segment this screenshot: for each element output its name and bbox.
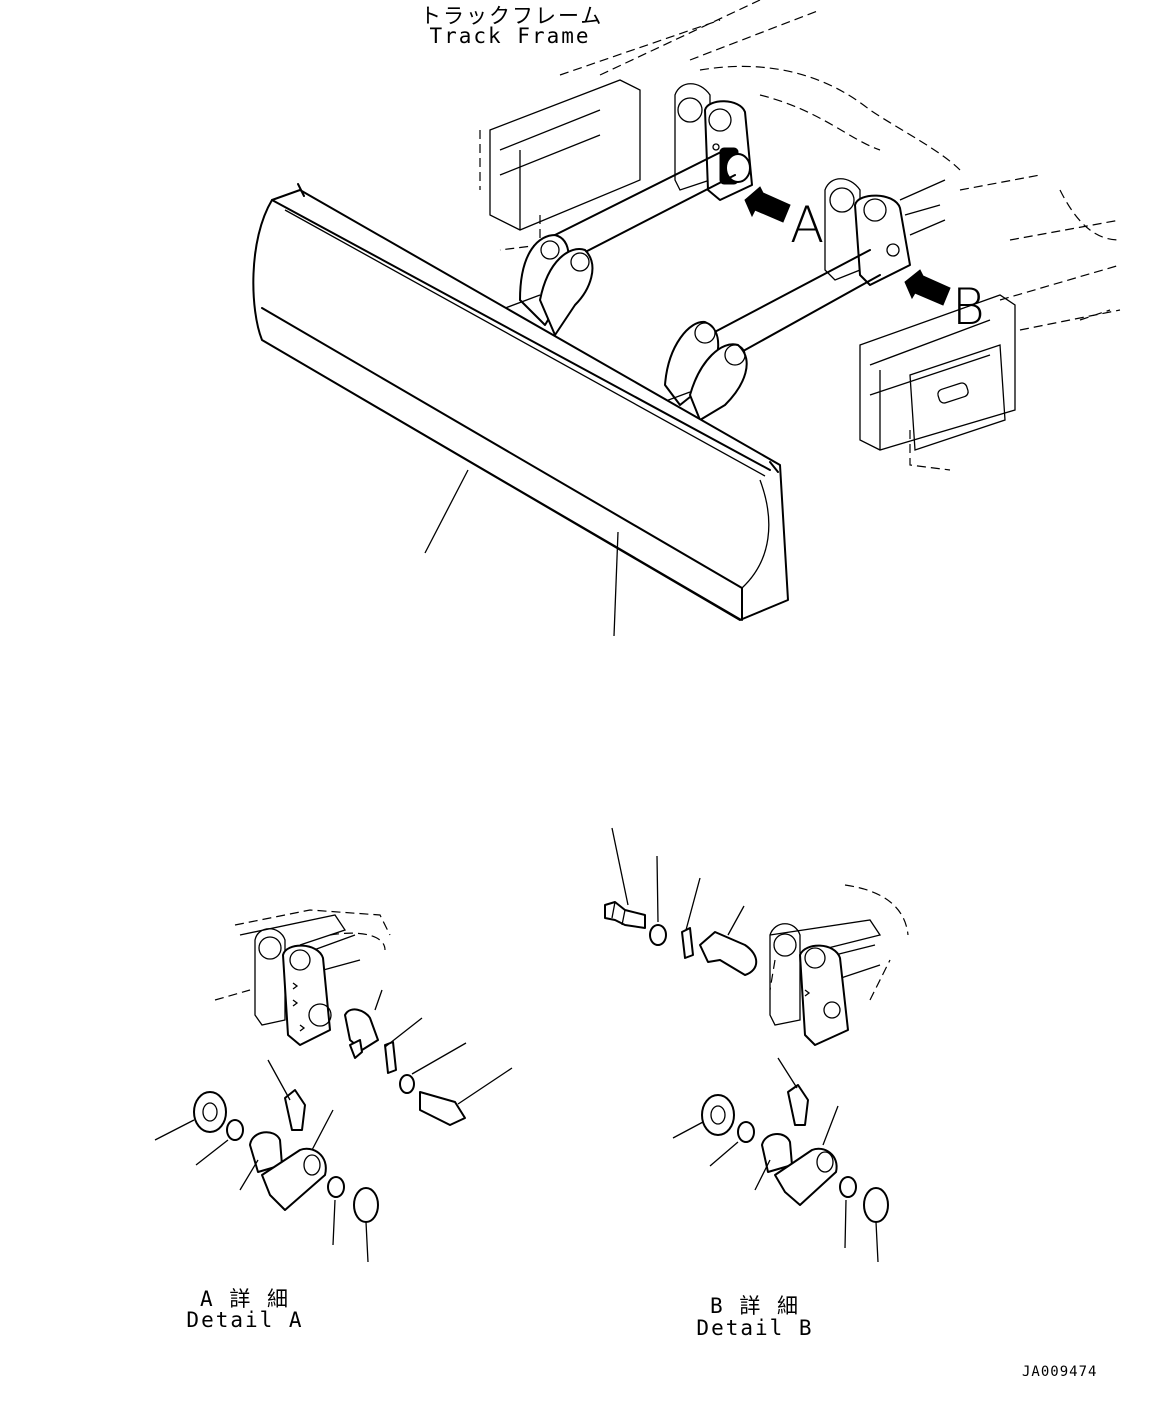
arrow-a-icon: [744, 186, 791, 223]
track-frame-upper: [479, 0, 1121, 471]
track-frame-label-en: Track Frame: [429, 24, 591, 48]
track-frame-label-jp: トラックフレーム: [420, 4, 604, 28]
drawing-code: JA009474: [1022, 1364, 1098, 1380]
callout-a-label: A: [790, 196, 825, 254]
blade-frame-beams: [499, 149, 881, 421]
detail-b-title-en: Detail B: [696, 1316, 814, 1340]
arrow-b-icon: [904, 269, 951, 306]
detail-b-drawing: [604, 827, 909, 1263]
detail-b-title-jp: B 詳 細: [710, 1294, 800, 1318]
detail-a-title-jp: A 詳 細: [200, 1287, 290, 1311]
callout-b-label: B: [952, 278, 985, 336]
detail-a-title-en: Detail A: [186, 1308, 304, 1332]
detail-a-drawing: [154, 909, 513, 1263]
dozer-blade: [252, 183, 789, 621]
